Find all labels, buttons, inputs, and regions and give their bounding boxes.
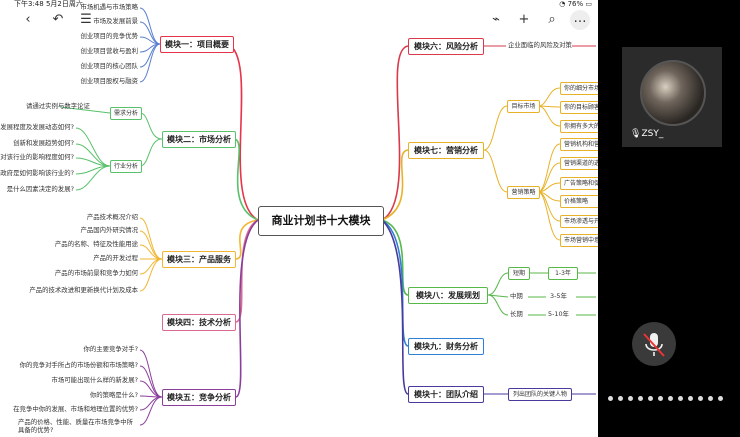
module-8-node[interactable]: 模块八：发展规划 [408, 287, 488, 304]
m5-item[interactable]: 市场可能出现什么样的新发展? [51, 376, 138, 384]
m6-risk-item[interactable]: 企业面临的风险及对策 [508, 41, 572, 49]
m3-item[interactable]: 产品国内外研究情况 [80, 226, 138, 234]
mute-microphone-button[interactable] [632, 322, 676, 366]
m5-item[interactable]: 产品的价格、性能、质量在市场竞争中所具备的优势? [18, 418, 134, 434]
m7-strategy-item[interactable]: 价格策略 [560, 195, 598, 208]
m3-item[interactable]: 产品的市场前景和竞争力如何 [54, 269, 138, 277]
module-5-node[interactable]: 模块五：竞争分析 [162, 389, 236, 406]
m1-item[interactable]: 创业项目营收与盈利 [80, 47, 138, 55]
undo-icon[interactable]: ↶ [52, 12, 64, 27]
m8-short-term[interactable]: 短期 [508, 267, 530, 280]
module-2-node[interactable]: 模块二：市场分析 [162, 131, 236, 148]
m2-item[interactable]: 政府是如何影响该行业的? [0, 169, 74, 177]
m5-item[interactable]: 你的竞争对手所占的市场份额和市场策略? [19, 361, 138, 369]
paint-icon[interactable]: ⌁ [492, 12, 500, 27]
m7-target-item[interactable]: 你的细分市场 [560, 82, 598, 95]
module-7-node[interactable]: 模块七：营销分析 [408, 142, 484, 159]
module-9-node[interactable]: 模块九：财务分析 [408, 338, 484, 355]
m5-item[interactable]: 你的策略是什么? [89, 391, 138, 399]
m7-strategy-item[interactable]: 市场渗透与开拓 [560, 215, 598, 228]
m2-item[interactable]: 创新和发展趋势如何? [13, 139, 74, 147]
m5-item[interactable]: 你的主要竞争对手? [83, 345, 138, 353]
m2-intro[interactable]: 请通过实例与数字论证 [26, 102, 90, 110]
m3-item[interactable]: 产品技术概况介绍 [86, 213, 138, 221]
module-3-node[interactable]: 模块三：产品服务 [162, 251, 236, 268]
m7-strategy-item[interactable]: 市场营销中意外情况 [560, 234, 598, 247]
m2-item[interactable]: 发展程度及发展动态如何? [0, 123, 74, 131]
m1-item[interactable]: 创业项目股权与融资 [80, 77, 138, 85]
page-dots[interactable] [608, 386, 728, 405]
muted-microphone-icon [643, 333, 665, 357]
module-1-node[interactable]: 模块一：项目概要 [160, 36, 234, 53]
m5-item[interactable]: 在竞争中你的发展、市场和地理位置的优势? [13, 405, 138, 413]
m1-item[interactable]: 市场及发展前景 [93, 17, 138, 25]
m1-item[interactable]: 创业项目的竞争优势 [80, 32, 138, 40]
mindmap-app-screen: 下午3:48 5月2日周六 ◔ 76% ▭ ‹ ↶ ☰ ⌁ + ⌕ … [0, 0, 598, 437]
m7-strategy-item[interactable]: 营销机构和营销队伍 [560, 138, 598, 151]
m7-target-item[interactable]: 你的目标顾客 [560, 101, 598, 114]
m7-strategy-item[interactable]: 营销渠道的选择 [560, 157, 598, 170]
add-icon[interactable]: + [518, 12, 530, 27]
status-bar: 下午3:48 5月2日周六 ◔ 76% ▭ [0, 0, 598, 9]
m7-strategy-item[interactable]: 广告策略和促销策略 [560, 177, 598, 190]
m3-item[interactable]: 产品的开发过程 [93, 254, 138, 262]
module-6-node[interactable]: 模块六：风险分析 [408, 38, 484, 55]
module-10-node[interactable]: 模块十：团队介绍 [408, 386, 484, 403]
status-time: 下午3:48 5月2日周六 [14, 0, 83, 8]
battery-indicator: ◔ 76% ▭ [559, 0, 592, 8]
m1-item[interactable]: 市场机遇与市场策略 [80, 3, 138, 11]
m2-item[interactable]: 是什么因素决定的发展? [6, 185, 74, 193]
m1-item[interactable]: 创业项目的核心团队 [80, 62, 138, 70]
m10-key-people[interactable]: 列出团队的关键人物 [508, 388, 572, 401]
m8-long-term[interactable]: 长期 [510, 310, 523, 318]
video-call-panel: 🎙ZSY_ [598, 0, 740, 437]
module-4-node[interactable]: 模块四：技术分析 [162, 314, 236, 331]
m8-long-years[interactable]: 5-10年 [548, 310, 569, 318]
m7-target-market[interactable]: 目标市场 [507, 100, 540, 113]
m3-item[interactable]: 产品的技术改进和更新换代计划及成本 [29, 286, 138, 294]
participant-tile[interactable]: 🎙ZSY_ [622, 47, 722, 147]
mindmap-root-node[interactable]: 商业计划书十大模块 [258, 206, 384, 236]
microphone-icon: 🎙 [630, 129, 642, 139]
m2-demand-analysis[interactable]: 需求分析 [110, 107, 142, 120]
back-icon[interactable]: ‹ [25, 12, 31, 27]
m2-item[interactable]: 技术对该行业的影响程度如何? [0, 153, 74, 161]
m8-short-years[interactable]: 1-3年 [548, 267, 578, 280]
search-icon[interactable]: ⌕ [548, 12, 556, 27]
mindmap-connectors [59, 7, 596, 426]
m8-mid-term[interactable]: 中期 [510, 292, 523, 300]
m3-item[interactable]: 产品的名称、特征及性能用途 [54, 240, 138, 248]
participant-avatar [640, 60, 706, 126]
m8-mid-years[interactable]: 3-5年 [550, 292, 567, 300]
m7-target-item[interactable]: 你拥有多大的市场 [560, 120, 598, 133]
m7-marketing-strategy[interactable]: 营销策略 [507, 186, 540, 199]
list-icon[interactable]: ☰ [80, 12, 92, 27]
participant-name: 🎙ZSY_ [630, 129, 664, 139]
more-icon[interactable]: … [570, 10, 590, 30]
m2-industry-analysis[interactable]: 行业分析 [110, 160, 142, 173]
